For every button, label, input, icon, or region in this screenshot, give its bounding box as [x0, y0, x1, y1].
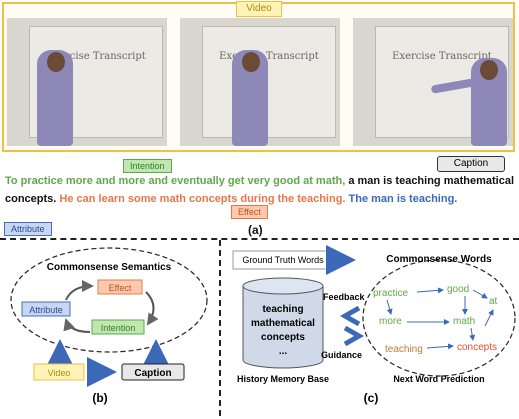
ground-truth-label: Ground Truth Words	[242, 255, 324, 265]
board-text: Exercise Transcript	[219, 50, 319, 62]
prediction-caption: Next Word Prediction	[393, 374, 484, 384]
commonsense-words-ellipse	[362, 259, 516, 377]
effect-node	[97, 279, 143, 295]
memory-word: teaching	[262, 304, 303, 315]
guidance-arrow	[343, 325, 365, 347]
word-good: good	[447, 284, 469, 295]
attribute-node-label: Attribute	[29, 305, 63, 315]
vertical-divider	[219, 240, 221, 416]
cycle-arrow	[63, 318, 91, 333]
memory-word: concepts	[261, 332, 305, 343]
commonsense-semantics-title: Commonsense Semantics	[47, 262, 172, 273]
feedback-label: Feedback	[323, 292, 366, 302]
panel-b-label: (b)	[92, 391, 107, 405]
panel-c-label: (c)	[364, 391, 379, 405]
board-text: Exercise Transcript	[392, 50, 492, 62]
effect-tag: Effect	[231, 205, 268, 219]
video-node-label: Video	[48, 368, 71, 378]
memory-caption: History Memory Base	[237, 374, 329, 384]
word-link-arrow	[426, 343, 454, 350]
word-link-arrow	[416, 287, 444, 294]
guidance-label: Guidance	[321, 350, 362, 360]
effect-text: He can learn some math concepts during t…	[56, 193, 346, 205]
caption-node	[121, 363, 185, 381]
intention-text: To practice more and more and eventually…	[5, 175, 346, 187]
caption-tag: Caption	[437, 156, 505, 172]
attribute-text: The man is teaching.	[345, 193, 458, 205]
word-teaching: teaching	[385, 344, 423, 355]
man-head	[480, 60, 498, 80]
feedback-arrow	[339, 305, 361, 327]
man-head	[242, 52, 260, 72]
effect-node-label: Effect	[109, 283, 132, 293]
man-head	[47, 52, 65, 72]
word-practice: practice	[373, 288, 408, 299]
caption-node-label: Caption	[134, 368, 171, 379]
video-label: Video	[236, 1, 282, 17]
word-math: math	[453, 316, 475, 327]
memory-word: mathematical	[251, 318, 315, 329]
cycle-arrow	[65, 280, 94, 301]
caption-text: a man is teaching mathematical concepts.	[5, 175, 515, 205]
commonsense-words-title: Commonsense Words	[386, 254, 492, 265]
commonsense-ellipse	[10, 247, 208, 353]
caption-sentence: To practice more and more and eventually…	[5, 172, 515, 208]
memory-cylinder-body	[242, 286, 324, 369]
video-frame-2: Exercise Transcript	[180, 18, 340, 146]
whiteboard: Exercise Transcript	[202, 25, 336, 138]
word-link-arrow	[484, 309, 494, 327]
word-at: at	[489, 296, 498, 307]
cycle-arrow	[145, 291, 159, 326]
video-frame-1: Exercise Transcript	[7, 18, 167, 146]
memory-word: ...	[279, 346, 288, 357]
attribute-node	[21, 301, 71, 317]
horizontal-divider	[0, 238, 519, 240]
board-text: Exercise Transcript	[46, 50, 146, 62]
word-link-arrow	[386, 299, 393, 315]
memory-cylinder-top	[242, 277, 324, 295]
word-link-arrow	[469, 327, 476, 341]
word-link-arrow	[472, 289, 488, 299]
panel-a-label: (a)	[248, 223, 263, 237]
attribute-tag: Attribute	[4, 222, 52, 236]
intention-node-label: Intention	[101, 323, 136, 333]
video-frame-3: Exercise Transcript	[353, 18, 513, 146]
video-node	[33, 363, 85, 381]
panel-b-diagram: Commonsense Semantics Effect Attribute I…	[10, 247, 208, 405]
intention-tag: Intention	[123, 159, 172, 173]
panel-c-diagram: Ground Truth Words teaching mathematical…	[232, 245, 516, 405]
word-more: more	[379, 316, 402, 327]
intention-node	[91, 319, 145, 335]
word-concepts: concepts	[457, 342, 497, 353]
